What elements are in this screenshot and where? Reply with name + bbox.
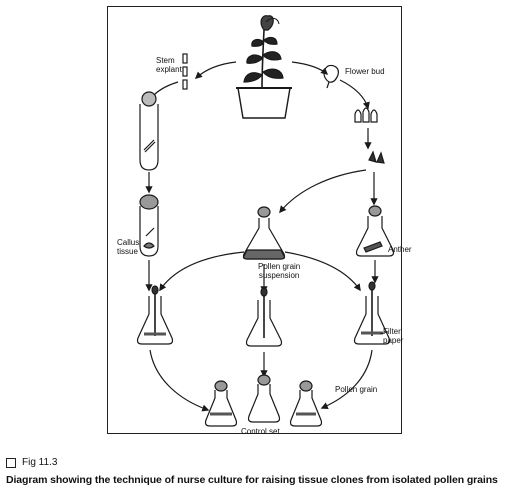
label-flower-bud: Flower bud xyxy=(345,67,385,76)
anther-group-1 xyxy=(354,107,378,123)
label-stem-explant: Stem explant xyxy=(156,56,182,74)
arrow-plant-to-bud xyxy=(291,61,329,75)
test-tube-2 xyxy=(139,194,159,257)
figure-number: Fig 11.3 xyxy=(6,457,57,468)
label-control-set: Control set xyxy=(241,427,280,436)
figure-box-icon xyxy=(6,457,16,468)
test-tube-1 xyxy=(139,91,159,171)
arrow-center-to-right xyxy=(284,251,361,292)
figure-number-text: Fig 11.3 xyxy=(22,457,58,468)
anther-culture-flask xyxy=(355,205,395,257)
arrow-right-to-bottom xyxy=(320,349,373,410)
arrow-anthers-to-center xyxy=(279,169,367,214)
label-anther: Anther xyxy=(388,245,412,254)
arrow-bud-to-anthers xyxy=(339,79,370,110)
anther-group-2 xyxy=(368,150,385,164)
arrow-center-to-left xyxy=(159,251,245,292)
bottom-flask-right xyxy=(289,380,323,427)
pollen-suspension-flask xyxy=(242,206,286,260)
label-filter-paper: Filter paper xyxy=(383,327,404,345)
nurse-flask-center xyxy=(245,287,283,347)
nurse-flask-left xyxy=(136,285,174,345)
diagram-frame xyxy=(107,6,402,434)
figure-caption: Diagram showing the technique of nurse c… xyxy=(6,474,498,486)
bottom-flask-left xyxy=(204,380,238,427)
nurse-flask-right xyxy=(353,281,391,345)
label-pollen-grain-suspension: Pollen grain suspension xyxy=(258,262,301,280)
arrow-left-to-bottom xyxy=(149,349,210,412)
bottom-flask-center xyxy=(247,374,281,423)
potted-plant-icon xyxy=(236,15,292,119)
label-pollen-grain: Pollen grain xyxy=(335,385,378,394)
stem-explant-pieces xyxy=(182,53,188,90)
flower-bud-icon xyxy=(323,64,339,89)
arrow-plant-to-explant xyxy=(194,61,237,79)
label-callus-tissue: Callus tissue xyxy=(117,238,140,256)
